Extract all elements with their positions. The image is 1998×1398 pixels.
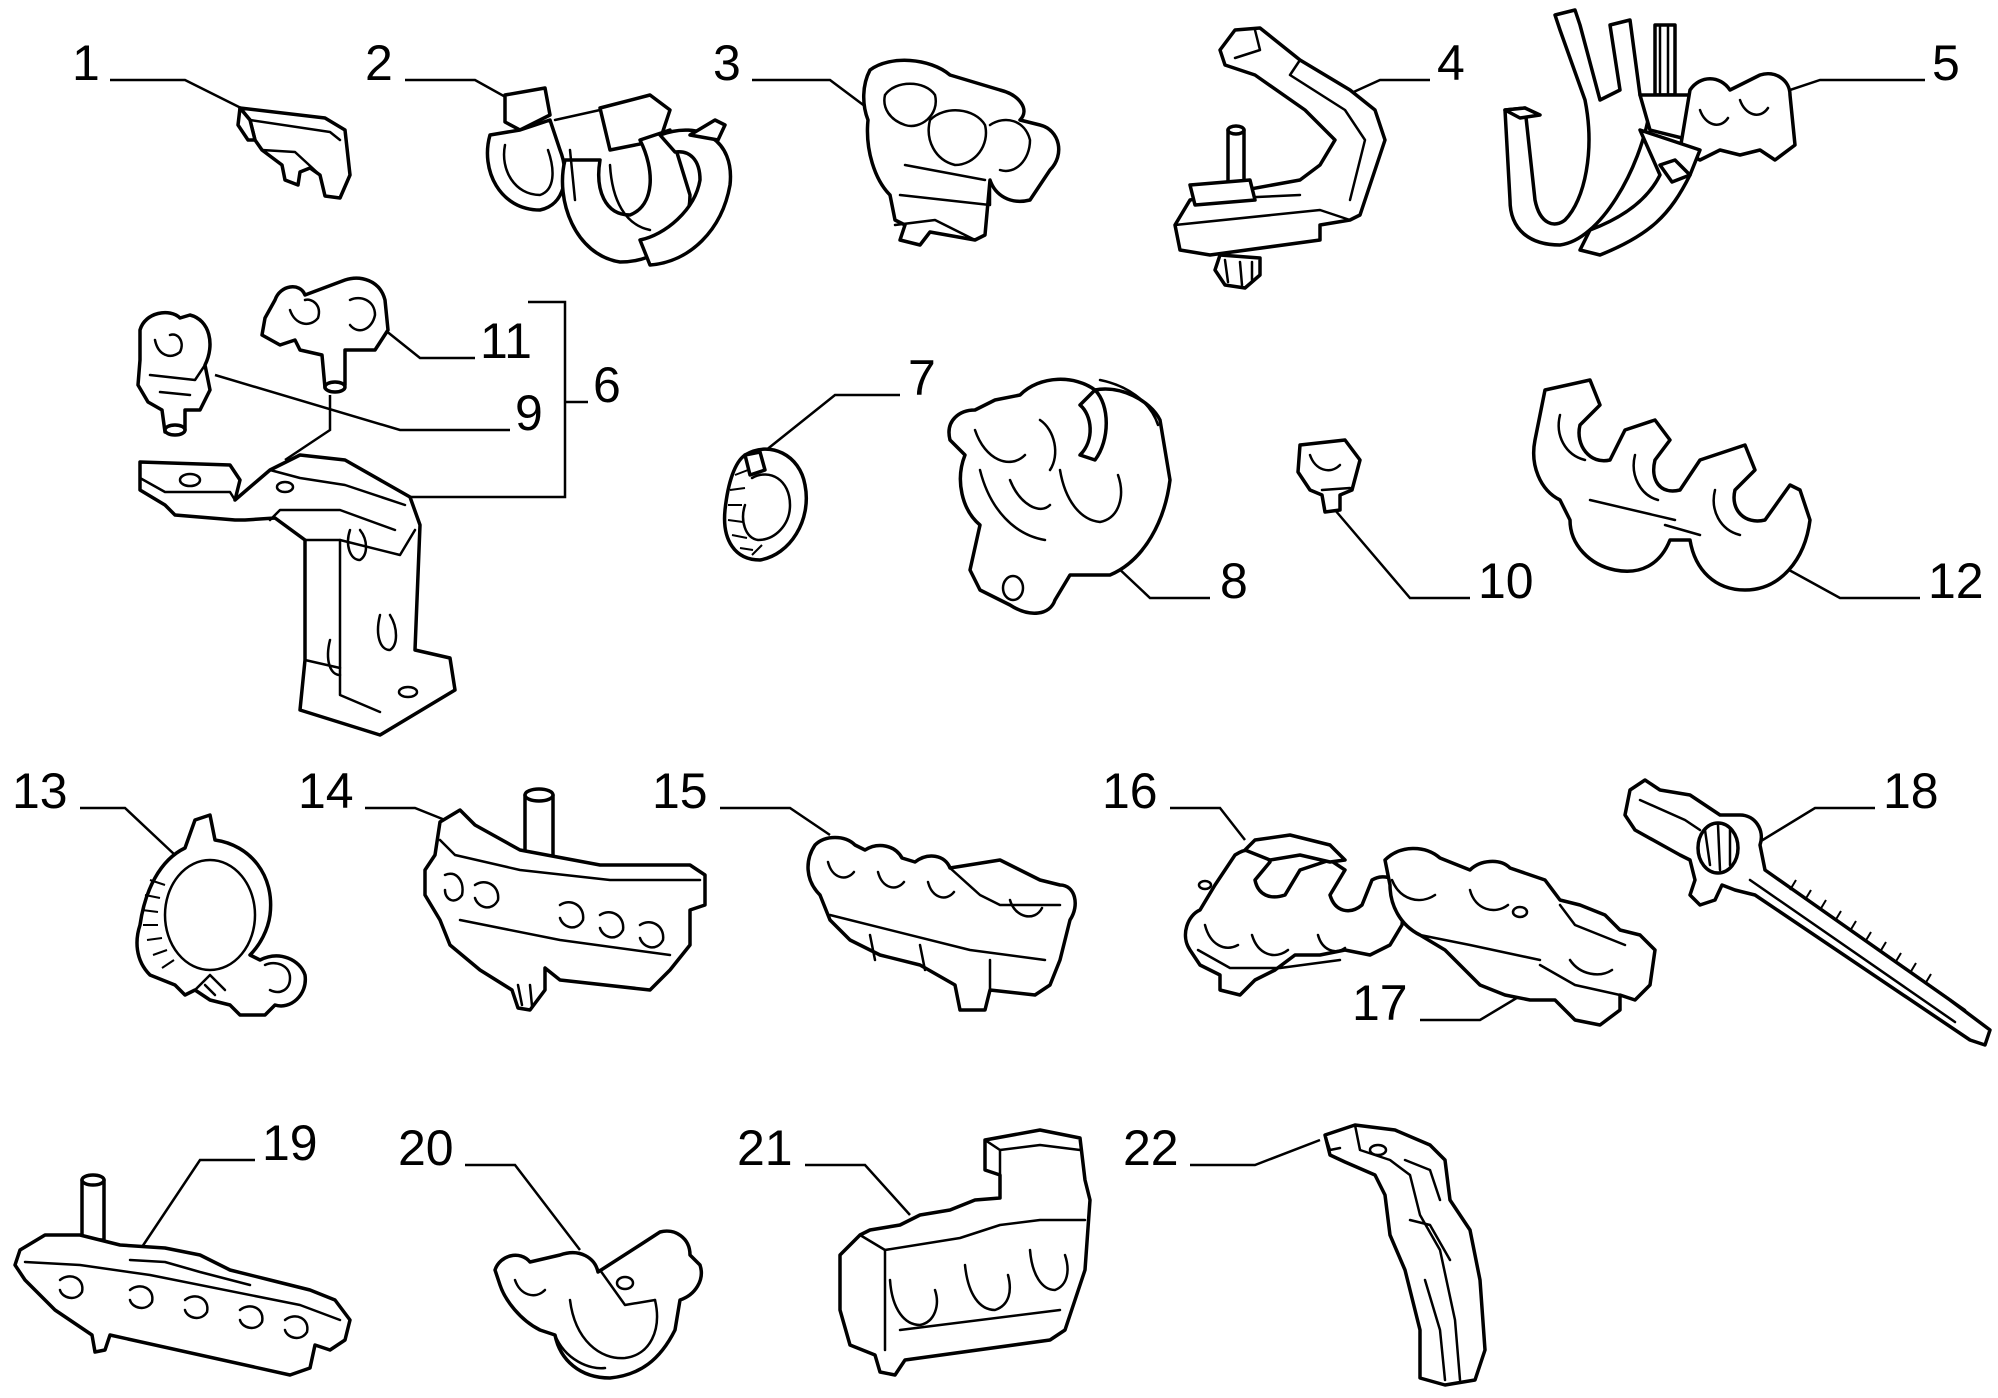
- leader-9b: [284, 395, 332, 462]
- callout-11: 11: [480, 313, 532, 369]
- callout-10: 10: [1478, 553, 1534, 609]
- callout-9: 9: [515, 385, 543, 441]
- callout-20: 20: [398, 1120, 454, 1176]
- part-8-triple-clamp: [947, 377, 1172, 615]
- callout-22: 22: [1123, 1120, 1179, 1176]
- callout-numbers: 1 2 3 4 5 6 7 8 9 10 11 12 13 14 15 16 1…: [12, 35, 1984, 1176]
- part-6-bracket: [138, 453, 457, 737]
- callout-17: 17: [1352, 975, 1408, 1031]
- part-17-long-clip: [1383, 846, 1657, 1027]
- leader-1: [110, 78, 246, 112]
- part-2-double-clamp: [485, 86, 733, 267]
- leader-2: [405, 78, 521, 107]
- callout-4: 4: [1437, 35, 1465, 91]
- leader-9: [214, 373, 510, 432]
- callout-12: 12: [1928, 553, 1984, 609]
- callout-3: 3: [713, 35, 741, 91]
- part-21-block-clip: [838, 1128, 1092, 1377]
- callout-21: 21: [737, 1120, 793, 1176]
- leader-19: [138, 1158, 255, 1251]
- leader-17: [1420, 988, 1531, 1022]
- part-7-ring-clamp: [722, 447, 808, 562]
- callout-15: 15: [652, 763, 708, 819]
- callout-16: 16: [1102, 763, 1158, 819]
- leader-15: [720, 806, 831, 837]
- part-4-bracket-pin: [1173, 26, 1387, 290]
- callout-2: 2: [365, 35, 393, 91]
- callout-6: 6: [593, 357, 621, 413]
- part-3-multi-clip: [862, 58, 1061, 247]
- part-20-open-clip: [493, 1229, 703, 1380]
- part-19-flat-clip: [13, 1173, 352, 1377]
- part-14-multi-clip: [423, 787, 707, 1012]
- part-22-bent-bracket: [1323, 1123, 1487, 1387]
- leader-11: [384, 329, 475, 360]
- callout-5: 5: [1932, 35, 1960, 91]
- part-15-quad-clip: [806, 835, 1077, 1012]
- leader-6-bracket: [410, 300, 567, 499]
- part-11-clip: [260, 276, 390, 394]
- callout-18: 18: [1883, 763, 1939, 819]
- part-10-tiny-clip: [1296, 438, 1362, 514]
- part-12-triple-open-clip: [1532, 378, 1812, 592]
- callout-14: 14: [298, 763, 354, 819]
- part-16-double-clip: [1183, 833, 1407, 997]
- leader-22: [1190, 1138, 1321, 1167]
- callout-8: 8: [1220, 553, 1248, 609]
- leader-8: [1114, 564, 1210, 600]
- callout-7: 7: [908, 350, 936, 406]
- part-18-cable-tie: [1623, 778, 1992, 1047]
- leader-20: [465, 1163, 581, 1251]
- part-1-clip: [236, 106, 352, 200]
- callout-1: 1: [72, 35, 100, 91]
- leader-10: [1334, 509, 1470, 600]
- leader-lines: [80, 78, 1925, 1251]
- part-13-ring-clip: [135, 813, 307, 1017]
- callout-13: 13: [12, 763, 68, 819]
- leader-7: [759, 393, 900, 456]
- part-5-band-clip: [1503, 8, 1797, 257]
- leader-3: [752, 78, 871, 111]
- leader-13: [80, 806, 176, 856]
- part-9-clip: [136, 310, 212, 437]
- leader-16: [1170, 806, 1246, 841]
- callout-19: 19: [262, 1115, 318, 1171]
- leader-12: [1779, 563, 1920, 600]
- leader-21: [805, 1163, 911, 1216]
